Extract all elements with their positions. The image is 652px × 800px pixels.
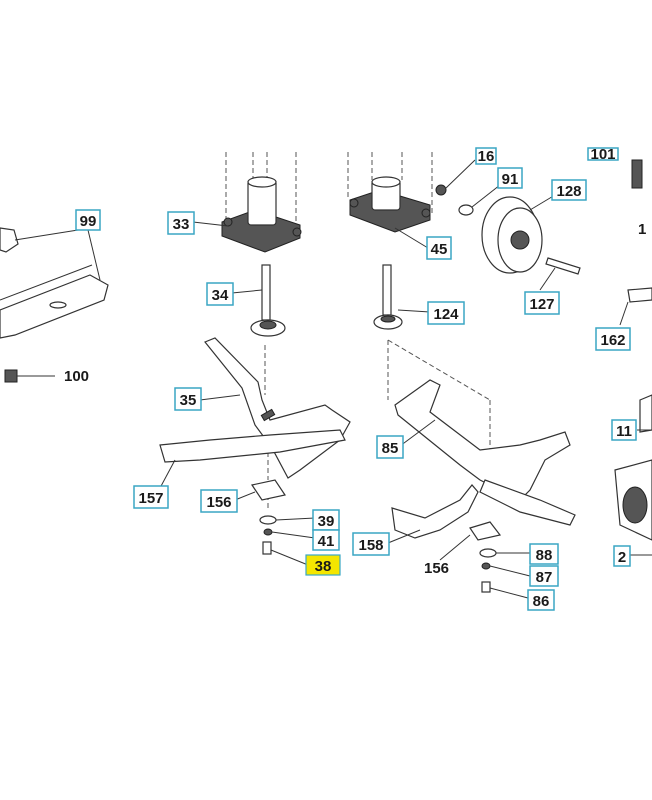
callout-34: 34 (206, 282, 234, 306)
callout-99: 99 (75, 209, 101, 231)
chassis-arm (0, 227, 109, 339)
callout-85: 85 (376, 435, 404, 459)
callout-45: 45 (426, 236, 452, 260)
callout-41-text: 41 (318, 533, 335, 550)
callout-35-text: 35 (180, 392, 197, 409)
callout-162-text: 162 (600, 332, 625, 349)
callout-101: 101 (587, 146, 619, 163)
callout-16: 16 (475, 147, 497, 165)
callout-162: 162 (595, 327, 631, 351)
callout-38-text: 38 (315, 558, 332, 575)
washer-39 (259, 515, 316, 525)
callout-157-text: 157 (138, 490, 163, 507)
bolt-127 (539, 257, 581, 291)
callout-128: 128 (551, 179, 587, 201)
callout-87: 87 (529, 565, 559, 587)
callout-87-text: 87 (536, 569, 553, 586)
callout-34-text: 34 (212, 287, 229, 304)
callout-85-text: 85 (382, 440, 399, 457)
callout-124-text: 124 (433, 306, 459, 323)
assembly-11 (637, 394, 652, 433)
washer-88 (479, 548, 530, 558)
callout-156-right: 156 (424, 560, 449, 577)
plate-156-right (469, 521, 502, 541)
callout-158: 158 (352, 532, 390, 556)
leader-lines (14, 221, 471, 561)
spindle-housing-45 (349, 176, 431, 233)
washer-41 (263, 528, 316, 539)
callout-100-text: 100 (64, 368, 89, 385)
callout-100: 100 (64, 368, 89, 385)
callout-1-text: 1 (638, 221, 646, 238)
callout-38-highlighted: 38 (305, 554, 341, 576)
blade-85 (394, 379, 571, 501)
nut-16 (435, 159, 476, 196)
callout-45-text: 45 (431, 241, 448, 258)
blade-157 (159, 429, 346, 463)
callout-11-text: 11 (616, 423, 632, 440)
dash-lines-right (347, 152, 491, 460)
callout-128-text: 128 (556, 183, 581, 200)
bracket-162 (619, 287, 652, 326)
callout-88-text: 88 (536, 547, 553, 564)
callout-39-text: 39 (318, 513, 335, 530)
callout-35: 35 (174, 387, 202, 411)
callout-127: 127 (524, 291, 560, 315)
bolt-100 (4, 369, 55, 383)
callout-99-text: 99 (80, 213, 97, 230)
callout-86-text: 86 (533, 593, 550, 610)
spindle-housing-33 (221, 176, 302, 253)
callout-156-left-text: 156 (206, 494, 231, 511)
washer-91 (458, 184, 501, 216)
callout-157: 157 (133, 485, 169, 509)
plate-156-left (251, 479, 286, 501)
bolt-101 (631, 159, 643, 189)
callout-33: 33 (167, 211, 195, 235)
callout-39: 39 (312, 509, 340, 531)
callout-127-text: 127 (529, 296, 554, 313)
callout-88: 88 (529, 543, 559, 565)
callout-91: 91 (497, 167, 523, 189)
callout-2: 2 (613, 545, 631, 567)
assembly-2 (614, 459, 652, 556)
wheel-128 (481, 194, 556, 274)
callout-101-text: 101 (590, 146, 615, 163)
callout-86: 86 (527, 589, 555, 611)
washer-87 (481, 562, 531, 577)
callout-124: 124 (427, 301, 465, 325)
callout-1: 1 (638, 221, 646, 238)
callout-33-text: 33 (173, 216, 190, 233)
callout-158-text: 158 (358, 537, 383, 554)
blade-158 (391, 479, 576, 539)
callout-41: 41 (312, 529, 340, 551)
callout-156-right-text: 156 (424, 560, 449, 577)
bolt-86 (481, 581, 529, 599)
bolt-38 (262, 541, 309, 566)
spindle-shaft-34 (250, 264, 286, 337)
callout-91-text: 91 (502, 171, 519, 188)
callout-2-text: 2 (618, 549, 626, 566)
callout-16-text: 16 (478, 148, 495, 165)
callout-156-left: 156 (200, 489, 238, 513)
callout-11: 11 (611, 419, 637, 441)
spindle-shaft-124 (373, 264, 403, 330)
